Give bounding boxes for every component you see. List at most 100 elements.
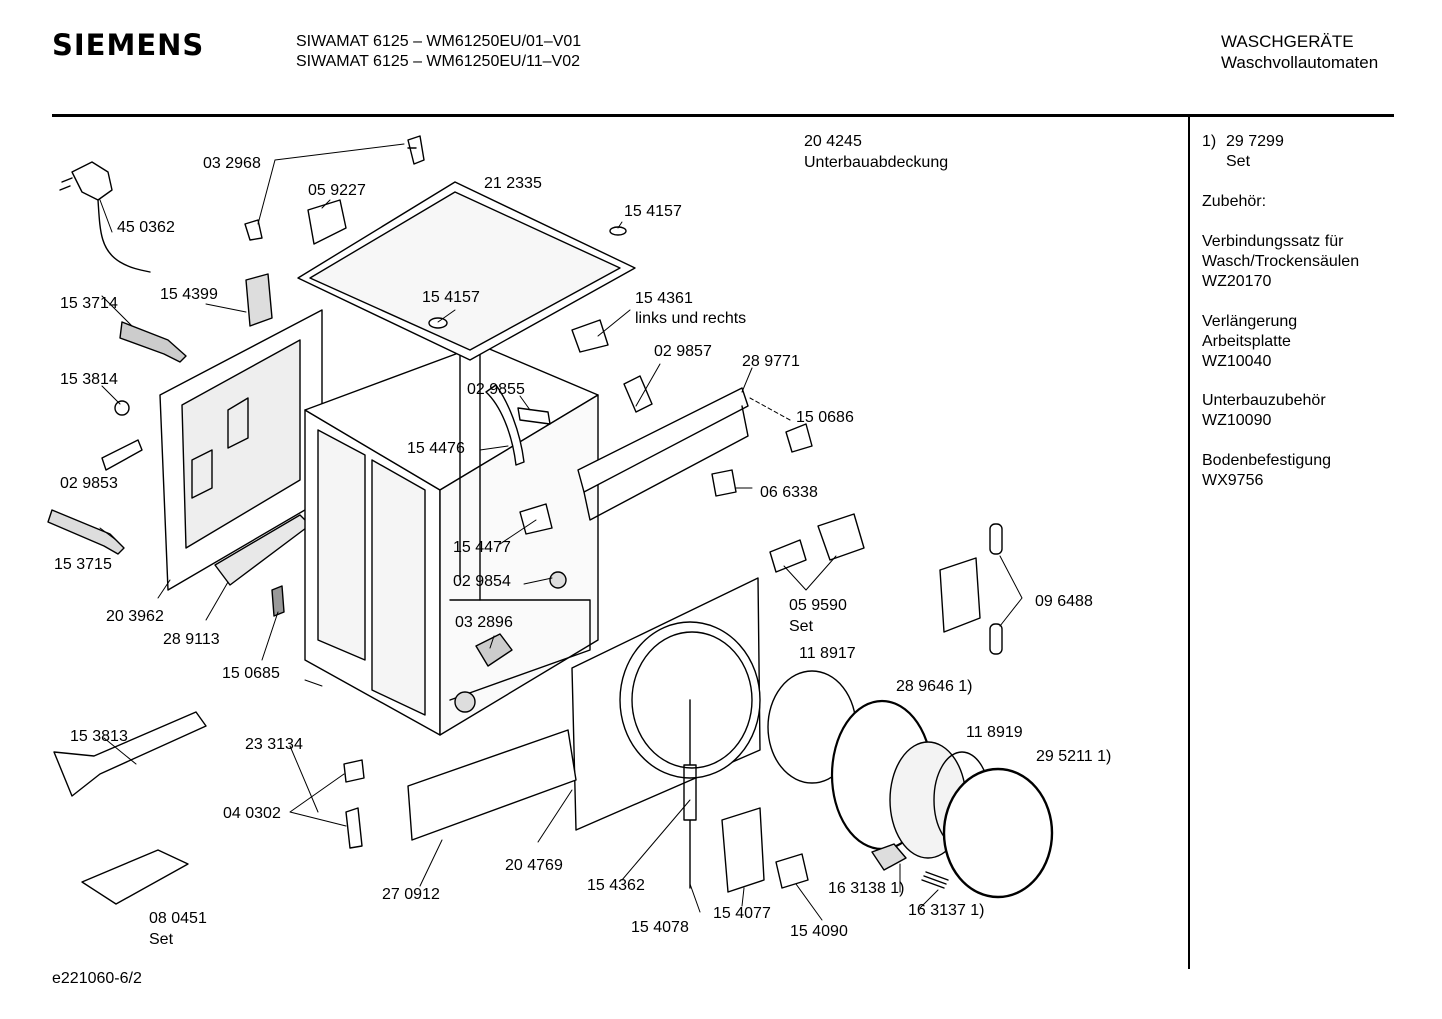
- leader-lines: [99, 143, 1023, 921]
- cabinet-drawing: [304, 344, 599, 736]
- part-label-15-4362: 15 4362: [587, 877, 645, 894]
- pump-15-3715-drawing: [47, 509, 125, 555]
- lock-05-9590-drawing: [817, 513, 865, 561]
- pin-16-3138-drawing: [871, 843, 907, 871]
- bracket-02-9853-drawing: [101, 439, 143, 471]
- mount-15-4477-drawing: [519, 503, 553, 535]
- wrench-15-3813-drawing: [53, 711, 207, 797]
- hose-15-4476-drawing: [485, 384, 525, 466]
- part-label-15-4476: 15 4476: [407, 440, 465, 457]
- sidebar-divider: [1188, 117, 1190, 969]
- part-label-03-2968: 03 2968: [203, 155, 261, 172]
- category-subtitle: Waschvollautomaten: [1221, 53, 1379, 72]
- part-label-15-4157-lid: 15 4157: [422, 289, 480, 306]
- catch-15-0686-drawing: [785, 423, 813, 453]
- part-label-15-4077: 15 4077: [713, 905, 771, 922]
- model-line-1: SIWAMAT 6125 – WM61250EU/01–V01: [296, 33, 582, 50]
- clip-small-drawing: [244, 219, 263, 241]
- part-label-28-9113: 28 9113: [163, 631, 220, 648]
- part-label-09-6488: 09 6488: [1035, 593, 1093, 610]
- nut-04-0302-drawing: [343, 759, 365, 783]
- tool-08-0451-drawing: [81, 849, 189, 905]
- part-label-15-4090: 15 4090: [790, 923, 848, 940]
- part-label-15-0685: 15 0685: [222, 665, 280, 682]
- accessory-2-line-1: Verlängerung: [1202, 313, 1298, 330]
- hinge-09-6488-drawing: [939, 557, 981, 633]
- part-label-15-4361-desc: links und rechts: [635, 310, 747, 327]
- lid-drawing: [297, 181, 636, 361]
- part-label-20-4245-desc: Unterbauabdeckung: [804, 154, 949, 171]
- part-label-21-2335: 21 2335: [484, 175, 542, 192]
- accessories-title: Zubehör:: [1202, 193, 1267, 210]
- part-label-03-2896: 03 2896: [455, 614, 513, 631]
- handle-05-9227-drawing: [307, 199, 347, 245]
- drawing-code: e221060-6/2: [52, 970, 142, 987]
- holder-02-9857-drawing: [623, 375, 653, 413]
- part-label-45-0362: 45 0362: [117, 219, 175, 236]
- brand-logo: SIEMENS: [52, 28, 205, 62]
- part-label-28-9646: 28 9646 1): [896, 678, 973, 695]
- part-label-15-3715: 15 3715: [54, 556, 112, 573]
- spring-16-3137-drawing: [921, 871, 949, 889]
- note-part: 29 7299: [1226, 133, 1284, 150]
- stop-02-9854-drawing: [549, 571, 567, 589]
- accessory-1-line-1: Verbindungssatz für: [1202, 233, 1344, 250]
- part-label-15-4078: 15 4078: [631, 919, 689, 936]
- accessory-2-line-2: Arbeitsplatte: [1202, 333, 1291, 350]
- part-label-02-9854: 02 9854: [453, 573, 511, 590]
- part-label-15-4361: 15 4361: [635, 290, 693, 307]
- part-label-15-4477: 15 4477: [453, 539, 511, 556]
- door-29-5211-drawing: [942, 767, 1054, 899]
- part-label-15-0686: 15 0686: [796, 409, 854, 426]
- part-label-08-0451-set: Set: [149, 931, 174, 948]
- plinth-drawing: [407, 729, 577, 841]
- plate-05-9590-drawing: [769, 539, 807, 573]
- part-label-11-8917: 11 8917: [799, 645, 856, 662]
- part-label-29-5211: 29 5211 1): [1036, 748, 1112, 765]
- rail-28-9771-drawing: [577, 387, 749, 493]
- front-panel-drawing: [571, 577, 761, 831]
- bolt-04-0302-drawing: [345, 807, 363, 849]
- part-label-28-9771: 28 9771: [742, 353, 800, 370]
- part-label-20-4769: 20 4769: [505, 857, 563, 874]
- hinge-15-4361-drawing: [571, 319, 609, 353]
- part-label-15-4157-top: 15 4157: [624, 203, 682, 220]
- part-label-20-3962: 20 3962: [106, 608, 164, 625]
- part-label-16-3138: 16 3138 1): [828, 880, 905, 897]
- cable-15-4362-drawing: [683, 699, 697, 889]
- side-panel-drawing: [159, 309, 323, 591]
- part-label-05-9590: 05 9590: [789, 597, 847, 614]
- part-label-02-9857: 02 9857: [654, 343, 712, 360]
- part-label-08-0451: 08 0451: [149, 910, 207, 927]
- part-label-20-4245: 20 4245: [804, 133, 862, 150]
- part-label-23-3134: 23 3134: [245, 736, 303, 753]
- rail-lower-edge: [583, 405, 749, 521]
- part-label-15-4399: 15 4399: [160, 286, 218, 303]
- accessory-1-line-2: Wasch/Trockensäulen: [1202, 253, 1360, 270]
- lock-06-6338-drawing: [711, 469, 737, 497]
- header-divider: [52, 114, 1394, 117]
- knob-15-3814-drawing: [114, 400, 130, 416]
- part-label-15-3813: 15 3813: [70, 728, 128, 745]
- clip-03-2968-drawing: [407, 135, 425, 165]
- model-line-2: SIWAMAT 6125 – WM61250EU/11–V02: [296, 53, 580, 70]
- power-plug-drawing: [59, 161, 151, 273]
- accessory-2-code: WZ10040: [1202, 353, 1272, 370]
- hook-15-4090-drawing: [775, 853, 809, 889]
- valve-15-3714-drawing: [119, 321, 187, 363]
- pin-top-drawing: [989, 523, 1003, 555]
- accessory-3-code: WZ10090: [1202, 412, 1272, 429]
- accessory-1-code: WZ20170: [1202, 273, 1272, 290]
- cap-15-4157-drawing: [609, 226, 627, 236]
- part-label-02-9853: 02 9853: [60, 475, 118, 492]
- part-label-02-9855: 02 9855: [467, 381, 525, 398]
- category-title: WASCHGERÄTE: [1221, 32, 1354, 51]
- pump-03-2896-drawing: [475, 633, 513, 667]
- part-label-06-6338: 06 6338: [760, 484, 818, 501]
- note-set: Set: [1226, 153, 1251, 170]
- part-label-11-8919: 11 8919: [966, 724, 1023, 741]
- latch-15-4077-drawing: [721, 807, 765, 893]
- sensor-15-0685-drawing: [271, 585, 285, 617]
- part-label-04-0302: 04 0302: [223, 805, 281, 822]
